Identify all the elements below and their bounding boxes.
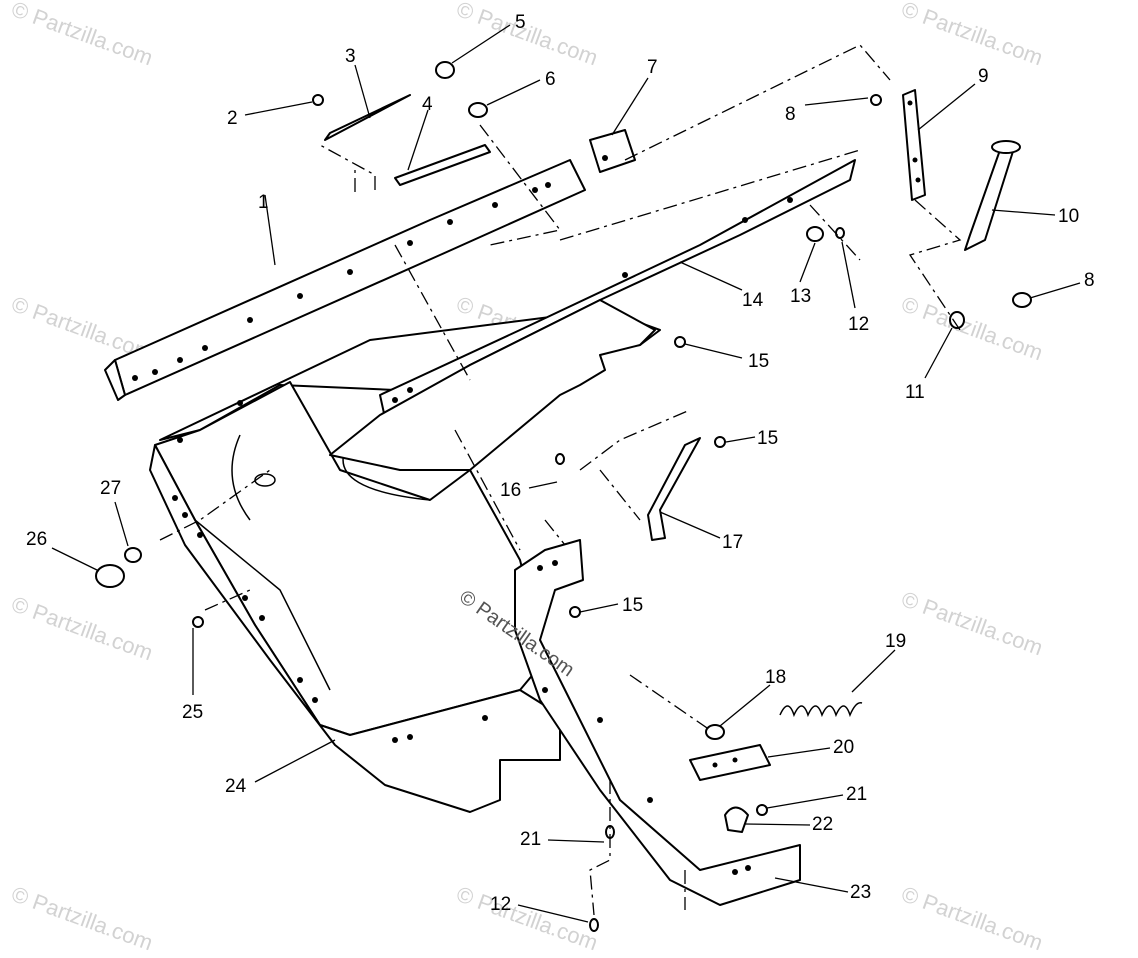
part-6-grommet [468, 102, 488, 118]
callout-2: 2 [227, 108, 238, 129]
part-2-screw [312, 94, 324, 106]
watermark: © Partzilla.com [453, 881, 601, 953]
part-3-shim [324, 94, 411, 141]
callout-23: 23 [850, 882, 871, 903]
part-12-bolt-bottom [589, 918, 599, 932]
part-19-spring [779, 702, 863, 718]
part-12-bolt-top [835, 227, 845, 239]
callout-9: 9 [978, 66, 989, 87]
callout-17: 17 [722, 532, 743, 553]
watermark: © Partzilla.com [453, 0, 601, 70]
part-1-rail [104, 159, 586, 401]
part-17-clip [647, 437, 701, 541]
watermark: © Partzilla.com [898, 586, 1046, 660]
watermark: © Partzilla.com [898, 881, 1046, 953]
part-25-screw [192, 616, 204, 628]
callout-18: 18 [765, 667, 786, 688]
part-8-screw-top [870, 94, 882, 106]
callout-1: 1 [258, 192, 269, 213]
callout-14: 14 [742, 290, 764, 311]
alignment-lines [159, 44, 962, 916]
part-9-plate [902, 89, 926, 201]
callout-21-right: 21 [846, 784, 867, 805]
part-8-screw-right [1012, 292, 1032, 308]
callout-19: 19 [885, 631, 906, 652]
part-26-plug [95, 564, 125, 588]
callout-4: 4 [422, 94, 433, 115]
part-13-nut [806, 226, 824, 242]
callout-27: 27 [100, 478, 121, 499]
callout-10: 10 [1058, 206, 1079, 227]
part-11-rivet [949, 311, 965, 329]
watermark: © Partzilla.com [8, 591, 156, 665]
part-15-rivet-c [569, 606, 581, 618]
part-20-plate [689, 744, 771, 781]
part-27-grommet [124, 547, 142, 563]
part-7-bracket [589, 129, 636, 173]
callout-22: 22 [812, 814, 833, 835]
callout-21-left: 21 [520, 829, 541, 850]
callout-7: 7 [647, 57, 658, 78]
callout-8-right: 8 [1084, 270, 1095, 291]
part-15-rivet-b [714, 436, 726, 448]
part-10-lever [964, 140, 1021, 251]
part-21-bolt-right [756, 804, 768, 816]
callout-16: 16 [500, 480, 521, 501]
watermark: © Partzilla.com [898, 0, 1046, 70]
part-15-rivet-a [674, 336, 686, 348]
callout-15-a: 15 [748, 351, 769, 372]
leader-lines [51, 24, 1081, 923]
part-23-bracket [514, 539, 801, 906]
watermark: © Partzilla.com [8, 881, 156, 953]
callout-20: 20 [833, 737, 854, 758]
callout-11: 11 [905, 382, 925, 403]
part-4-strip [394, 144, 491, 186]
callout-12-top: 12 [848, 314, 869, 335]
callout-15-b: 15 [757, 428, 778, 449]
callout-15-c: 15 [622, 595, 643, 616]
part-14-panel [329, 159, 856, 471]
callout-5: 5 [515, 12, 526, 33]
callout-8-top: 8 [785, 104, 796, 125]
callout-3: 3 [345, 46, 356, 67]
callout-24: 24 [225, 776, 247, 797]
callout-13: 13 [790, 286, 811, 307]
callout-labels: 1 2 3 4 5 6 7 8 9 10 8 11 12 13 14 15 15… [26, 12, 1095, 915]
watermark: © Partzilla.com [8, 0, 156, 70]
fasteners [95, 61, 1032, 932]
callout-25: 25 [182, 702, 203, 723]
part-16-bolt [555, 453, 565, 465]
part-5-nut [435, 61, 455, 79]
part-18-cap [705, 724, 725, 740]
callout-12-bottom: 12 [490, 894, 511, 915]
part-22-clamp [724, 806, 749, 833]
callout-6: 6 [545, 69, 556, 90]
callout-26: 26 [26, 529, 47, 550]
